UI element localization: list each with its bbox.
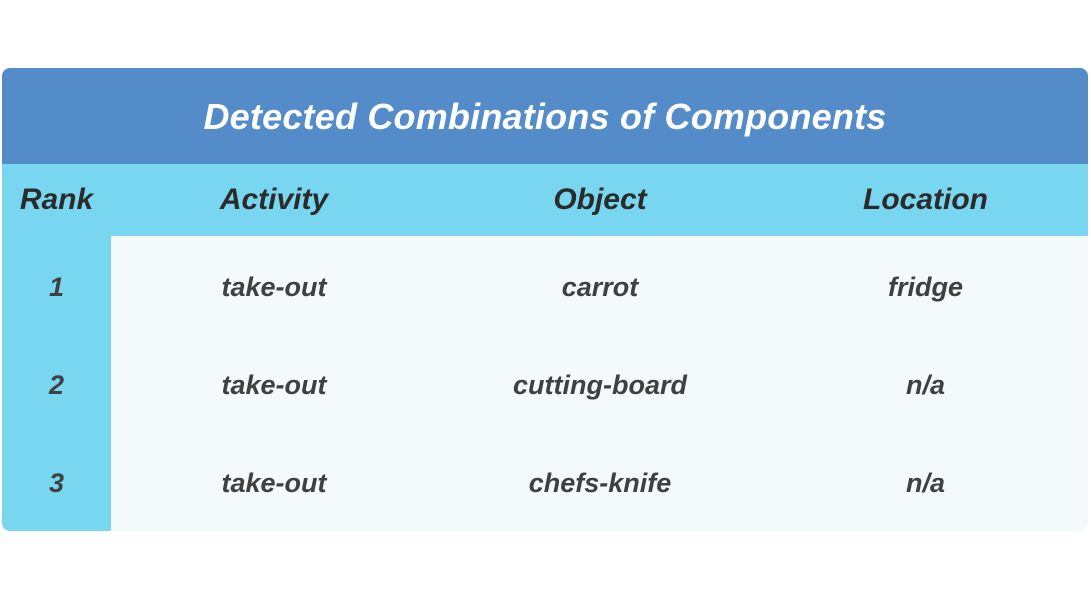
location-cell: fridge — [887, 271, 963, 302]
column-header-location: Location — [863, 183, 988, 216]
table-title: Detected Combinations of Components — [203, 96, 887, 137]
column-header-activity: Activity — [219, 183, 329, 216]
rank-cell: 3 — [48, 467, 65, 498]
rank-column-background — [2, 236, 111, 531]
activity-cell: take-out — [221, 369, 327, 400]
column-header-object: Object — [553, 183, 647, 216]
object-cell: chefs-knife — [528, 467, 672, 498]
combinations-table: Detected Combinations of Components Rank… — [2, 68, 1088, 531]
header-row — [2, 164, 1088, 236]
rank-cell: 1 — [48, 271, 65, 302]
object-cell: carrot — [561, 271, 639, 302]
activity-cell: take-out — [221, 271, 327, 302]
location-cell: n/a — [905, 467, 945, 498]
table-title-bar: Detected Combinations of Components — [2, 68, 1088, 164]
rank-cell: 2 — [48, 369, 65, 400]
object-cell: cutting-board — [513, 369, 687, 400]
column-header-rank: Rank — [19, 183, 94, 216]
activity-cell: take-out — [221, 467, 327, 498]
location-cell: n/a — [905, 369, 945, 400]
